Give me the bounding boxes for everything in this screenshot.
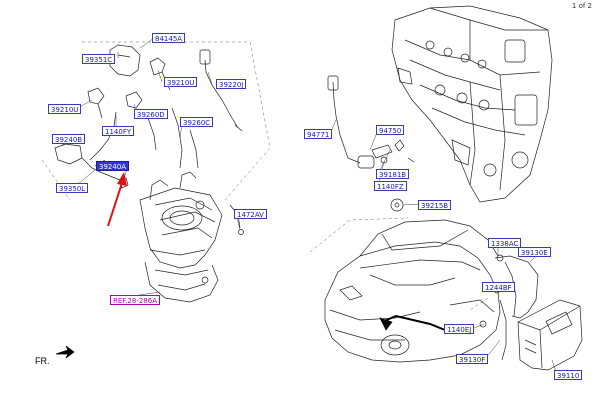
part-label[interactable]: 39210U <box>164 77 198 87</box>
part-label[interactable]: 1140FY <box>102 126 135 136</box>
direction-label: FR. <box>35 356 50 366</box>
forward-direction-icon <box>55 345 75 359</box>
part-label[interactable]: 39240B <box>52 134 86 144</box>
part-label[interactable]: 39130F <box>456 354 489 364</box>
ecu-bracket-illustration <box>479 254 539 361</box>
part-label[interactable]: 39351C <box>82 54 116 64</box>
catalytic-converter-illustration <box>139 171 244 303</box>
callout-arrowhead <box>379 317 393 331</box>
part-label[interactable]: 39350L <box>56 183 89 193</box>
section-outlines <box>41 41 489 311</box>
part-label[interactable]: 39215B <box>418 200 452 210</box>
part-label[interactable]: 1338AC <box>488 238 522 248</box>
part-label[interactable]: 84145A <box>152 33 186 43</box>
part-label[interactable]: 1140FZ <box>374 181 407 191</box>
page-indicator: 1 of 2 <box>571 2 592 10</box>
leader-lines <box>61 37 557 373</box>
part-label[interactable]: 39260D <box>134 109 168 119</box>
part-label[interactable]: 39260C <box>180 117 214 127</box>
reference-link[interactable]: REF.28-286A <box>110 295 160 305</box>
part-label[interactable]: 1140EJ <box>444 324 475 334</box>
red-indicator-arrow-icon <box>107 172 127 227</box>
part-label[interactable]: 39210U <box>48 104 82 114</box>
oxygen-sensor-lower-illustration <box>54 111 129 189</box>
vehicle-illustration <box>324 219 501 363</box>
part-label[interactable]: 94771 <box>304 129 333 139</box>
part-label[interactable]: 1244BF <box>482 282 515 292</box>
ecu-module-illustration <box>517 299 583 371</box>
part-label[interactable]: 39110 <box>554 370 583 380</box>
callout-pointer <box>381 314 446 331</box>
part-label[interactable]: 39181B <box>376 169 410 179</box>
part-label[interactable]: 1472AV <box>234 209 267 219</box>
part-label[interactable]: 94750 <box>376 125 405 135</box>
engine-block-illustration <box>391 5 553 203</box>
part-label[interactable]: 39130E <box>518 247 551 257</box>
part-label[interactable]: 39220J <box>216 79 247 89</box>
part-label-highlighted[interactable]: 39240A <box>96 161 130 171</box>
